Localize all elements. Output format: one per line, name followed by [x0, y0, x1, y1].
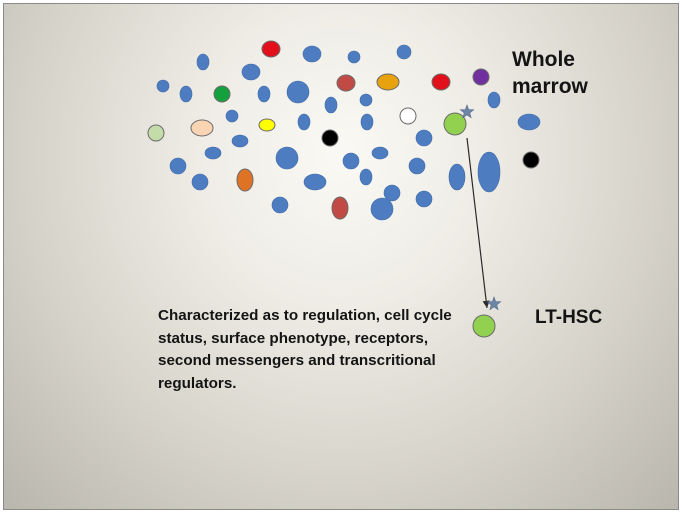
marrow-cell — [477, 151, 501, 193]
marrow-cell — [241, 63, 261, 81]
marrow-cell — [302, 45, 322, 63]
whole-marrow-label: Whole marrow — [512, 48, 588, 98]
lt-hsc-cell — [472, 314, 496, 338]
marrow-cell — [147, 124, 165, 142]
star-icon — [459, 104, 475, 119]
marrow-cell — [342, 152, 360, 170]
marrow-cell — [225, 109, 239, 123]
slide: Whole marrow LT-HSC Characterized as to … — [3, 3, 679, 510]
marrow-cell — [331, 196, 349, 220]
marrow-cell — [376, 73, 400, 91]
marrow-cell — [472, 68, 490, 86]
marrow-cell — [303, 173, 327, 191]
marrow-cell — [191, 173, 209, 191]
marrow-cell — [371, 146, 389, 160]
marrow-cell — [487, 91, 501, 109]
marrow-cell — [236, 168, 254, 192]
lt-hsc-label: LT-HSC — [535, 307, 603, 328]
marrow-cell — [517, 113, 541, 131]
marrow-cell — [156, 79, 170, 93]
marrow-cell — [370, 197, 394, 221]
marrow-cell — [179, 85, 193, 103]
marrow-cell — [275, 146, 299, 170]
marrow-cell — [324, 96, 338, 114]
marrow-cell — [347, 50, 361, 64]
marrow-cell — [190, 119, 214, 137]
marrow-cell — [408, 157, 426, 175]
marrow-cell — [522, 151, 540, 169]
marrow-cell — [415, 190, 433, 208]
description-text: Characterized as to regulation, cell cyc… — [158, 307, 452, 392]
marrow-cell — [396, 44, 412, 60]
arrow-icon — [466, 137, 490, 309]
marrow-cell — [321, 129, 339, 147]
marrow-cell — [204, 146, 222, 160]
marrow-cell — [336, 74, 356, 92]
marrow-cell — [383, 184, 401, 202]
marrow-cell — [399, 107, 417, 125]
star-icon — [486, 296, 502, 311]
marrow-cell — [261, 40, 281, 58]
marrow-cell — [196, 53, 210, 71]
hsc-cell-marrow — [443, 112, 467, 136]
marrow-cell — [213, 85, 231, 103]
marrow-cell — [286, 80, 310, 104]
marrow-cell — [359, 168, 373, 186]
marrow-cell — [297, 113, 311, 131]
marrow-cell — [271, 196, 289, 214]
marrow-cell — [169, 157, 187, 175]
marrow-cell — [415, 129, 433, 147]
marrow-diagram — [147, 40, 541, 338]
marrow-cell — [231, 134, 249, 148]
marrow-cell — [360, 113, 374, 131]
marrow-cell — [257, 85, 271, 103]
marrow-cell — [431, 73, 451, 91]
marrow-cell — [448, 163, 466, 191]
marrow-cell — [258, 118, 276, 132]
marrow-cell — [359, 93, 373, 107]
